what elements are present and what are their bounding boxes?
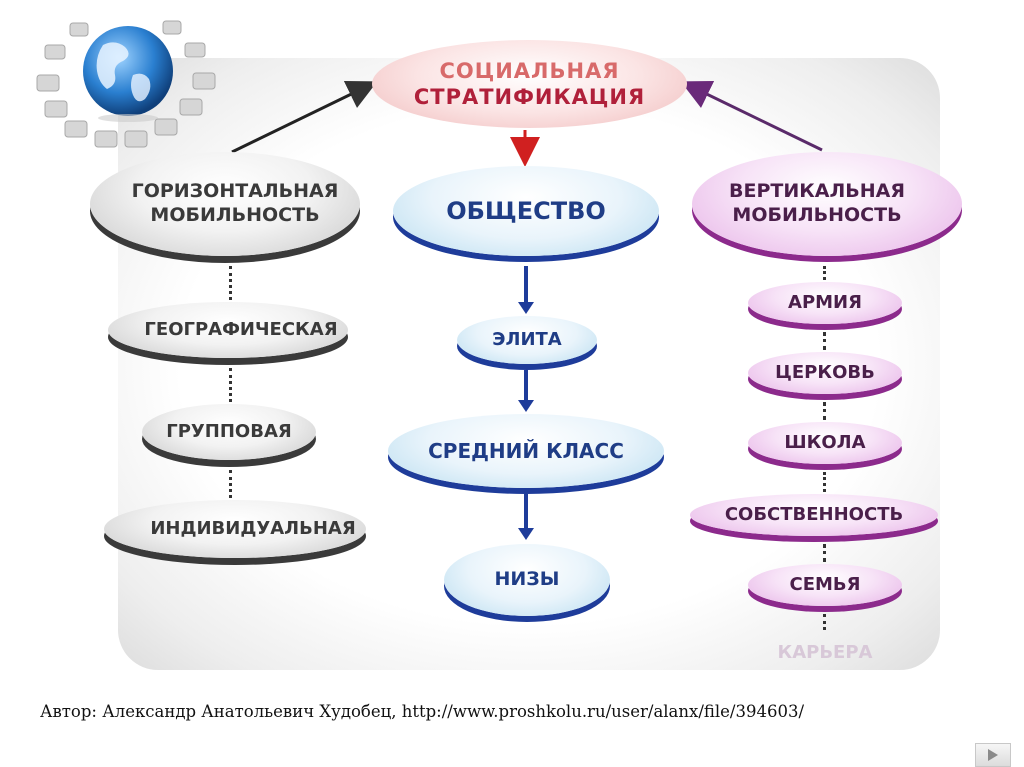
node-social-stratification-line2: СТРАТИФИКАЦИЯ bbox=[413, 85, 646, 109]
node-vertical-mobility: ВЕРТИКАЛЬНАЯ МОБИЛЬНОСТЬ bbox=[692, 152, 962, 256]
node-army: АРМИЯ bbox=[748, 282, 902, 324]
node-family: СЕМЬЯ bbox=[748, 564, 902, 606]
node-geographic: ГЕОГРАФИЧЕСКАЯ bbox=[108, 302, 348, 358]
author-credit: Автор: Александр Анатольевич Худобец, ht… bbox=[40, 702, 805, 721]
node-lower: НИЗЫ bbox=[444, 544, 610, 616]
dots-left-2 bbox=[229, 368, 232, 402]
node-church: ЦЕРКОВЬ bbox=[748, 352, 902, 394]
globe-icon bbox=[36, 20, 216, 148]
dots-right-6 bbox=[823, 614, 826, 630]
node-career: КАРЬЕРА bbox=[777, 642, 873, 663]
node-individual: ИНДИВИДУАЛЬНАЯ bbox=[104, 500, 366, 558]
node-social-stratification: СОЦИАЛЬНАЯ СТРАТИФИКАЦИЯ bbox=[372, 40, 687, 128]
node-social-stratification-line1: СОЦИАЛЬНАЯ bbox=[439, 58, 620, 83]
node-middle-class: СРЕДНИЙ КЛАСС bbox=[388, 414, 664, 488]
next-slide-button[interactable] bbox=[975, 743, 1011, 767]
arrow-society-to-elite bbox=[518, 266, 534, 314]
node-elite: ЭЛИТА bbox=[457, 316, 597, 364]
arrow-elite-to-middle bbox=[518, 370, 534, 412]
node-property: СОБСТВЕННОСТЬ bbox=[690, 494, 938, 536]
dots-right-5 bbox=[823, 544, 826, 562]
next-slide-icon bbox=[988, 749, 998, 761]
dots-left-3 bbox=[229, 470, 232, 498]
dots-left-1 bbox=[229, 266, 232, 300]
dots-right-2 bbox=[823, 332, 826, 350]
dots-right-1 bbox=[823, 266, 826, 280]
dots-right-3 bbox=[823, 402, 826, 420]
node-society: ОБЩЕСТВО bbox=[393, 166, 659, 256]
node-school: ШКОЛА bbox=[748, 422, 902, 464]
arrow-right-to-top bbox=[680, 80, 823, 152]
node-group: ГРУППОВАЯ bbox=[142, 404, 316, 460]
arrow-left-to-top bbox=[231, 80, 378, 154]
arrow-middle-to-lower bbox=[518, 494, 534, 540]
node-horizontal-mobility: ГОРИЗОНТАЛЬНАЯ МОБИЛЬНОСТЬ bbox=[90, 152, 360, 256]
dots-right-4 bbox=[823, 472, 826, 492]
